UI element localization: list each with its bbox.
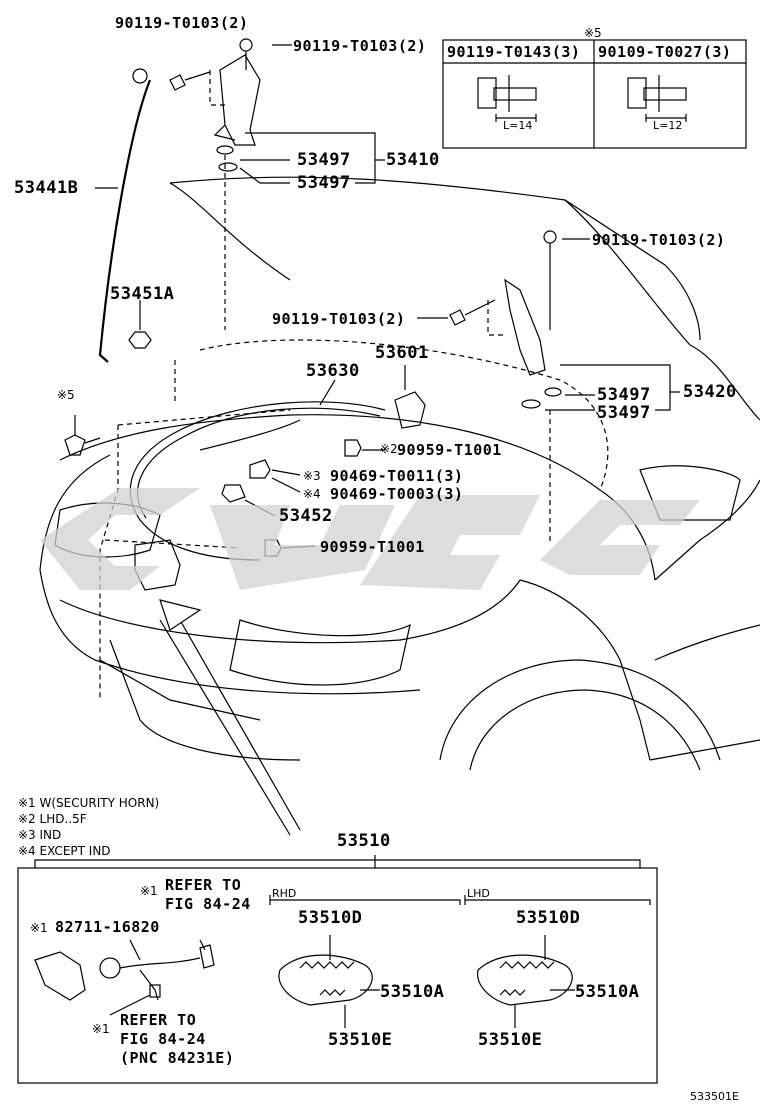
mark-5: ※5: [57, 388, 75, 402]
rhd-label: RHD: [272, 887, 297, 900]
note-4: ※4 EXCEPT IND: [18, 844, 111, 858]
label-clamp-lower: 90959-T1001: [320, 538, 425, 556]
label-hinge-bolt-left-a: 90119-T0103(2): [115, 14, 249, 32]
note-2: ※2 LHD..5F: [18, 812, 87, 826]
hinge-left: [219, 54, 261, 146]
label-hood-support-rod: 53441B: [14, 178, 79, 198]
note-1: ※1 W(SECURITY HORN): [18, 796, 160, 810]
release-cable: [129, 401, 386, 561]
mark-2: ※2: [380, 442, 398, 456]
label-release-cable: 53630: [306, 361, 360, 381]
label-clamp-2: 90959-T1001: [397, 441, 502, 459]
label-hood-bumper: 53601: [375, 343, 429, 363]
lock-box: [17, 867, 658, 1084]
switch-mark: ※1: [30, 921, 48, 935]
label-rod-clip: 53451A: [110, 284, 175, 304]
label-lock-grommet: 53452: [279, 506, 333, 526]
label-clip-4: 90469-T0003(3): [330, 485, 464, 503]
mark-3: ※3: [303, 469, 321, 483]
ref2-line2: FIG 84-24: [120, 1030, 206, 1048]
hood-lock-body: [134, 539, 181, 591]
ref1-line2: FIG 84-24: [165, 895, 251, 913]
grille: [229, 619, 411, 686]
label-clip-3: 90469-T0011(3): [330, 467, 464, 485]
support-rod: [98, 79, 152, 363]
label-washer-l1: 53497: [297, 150, 351, 170]
wheel-arch: [439, 659, 721, 761]
ref1-line1: REFER TO: [165, 876, 242, 894]
label-washer-r2: 53497: [597, 403, 651, 423]
rhd-d: 53510D: [298, 908, 363, 928]
label-hinge-bolt-right-side: 90119-T0103(2): [272, 310, 406, 328]
label-washer-r1: 53497: [597, 385, 651, 405]
label-hinge-left: 53410: [386, 150, 440, 170]
ref2-line3: (PNC 84231E): [120, 1049, 235, 1067]
note-3: ※3 IND: [18, 828, 62, 842]
watermark: [40, 488, 700, 590]
lhd-d: 53510D: [516, 908, 581, 928]
label-hinge-bolt-left-b: 90119-T0103(2): [293, 37, 427, 55]
inset-col2-part: 90109-T0027(3): [598, 43, 732, 61]
inset-mark: ※5: [584, 26, 602, 40]
lhd-label: LHD: [467, 887, 490, 900]
lhd-e: 53510E: [478, 1030, 543, 1050]
hood-outline: [169, 176, 701, 341]
label-hinge-bolt-right-top: 90119-T0103(2): [592, 231, 726, 249]
hinge-right: [504, 278, 546, 376]
figure-code: 533501E: [690, 1090, 739, 1103]
lock-pointer-arrow: [159, 599, 301, 836]
ref1-mark: ※1: [140, 884, 158, 898]
rhd-a: 53510A: [380, 982, 445, 1002]
label-hinge-right: 53420: [683, 382, 737, 402]
label-washer-l2: 53497: [297, 173, 351, 193]
notes-list: ※1 W(SECURITY HORN) ※2 LHD..5F ※3 IND ※4…: [18, 795, 159, 859]
inset-col1-length: L=14: [503, 119, 533, 132]
ref2-line1: REFER TO: [120, 1011, 197, 1029]
ref2-mark: ※1: [92, 1022, 110, 1036]
inset-col2-length: L=12: [653, 119, 683, 132]
lhd-a: 53510A: [575, 982, 640, 1002]
switch-part: 82711-16820: [55, 918, 160, 936]
inset-col1-part: 90119-T0143(3): [447, 43, 581, 61]
rhd-e: 53510E: [328, 1030, 393, 1050]
label-hood-lock: 53510: [337, 831, 391, 851]
mark-4: ※4: [303, 487, 321, 501]
